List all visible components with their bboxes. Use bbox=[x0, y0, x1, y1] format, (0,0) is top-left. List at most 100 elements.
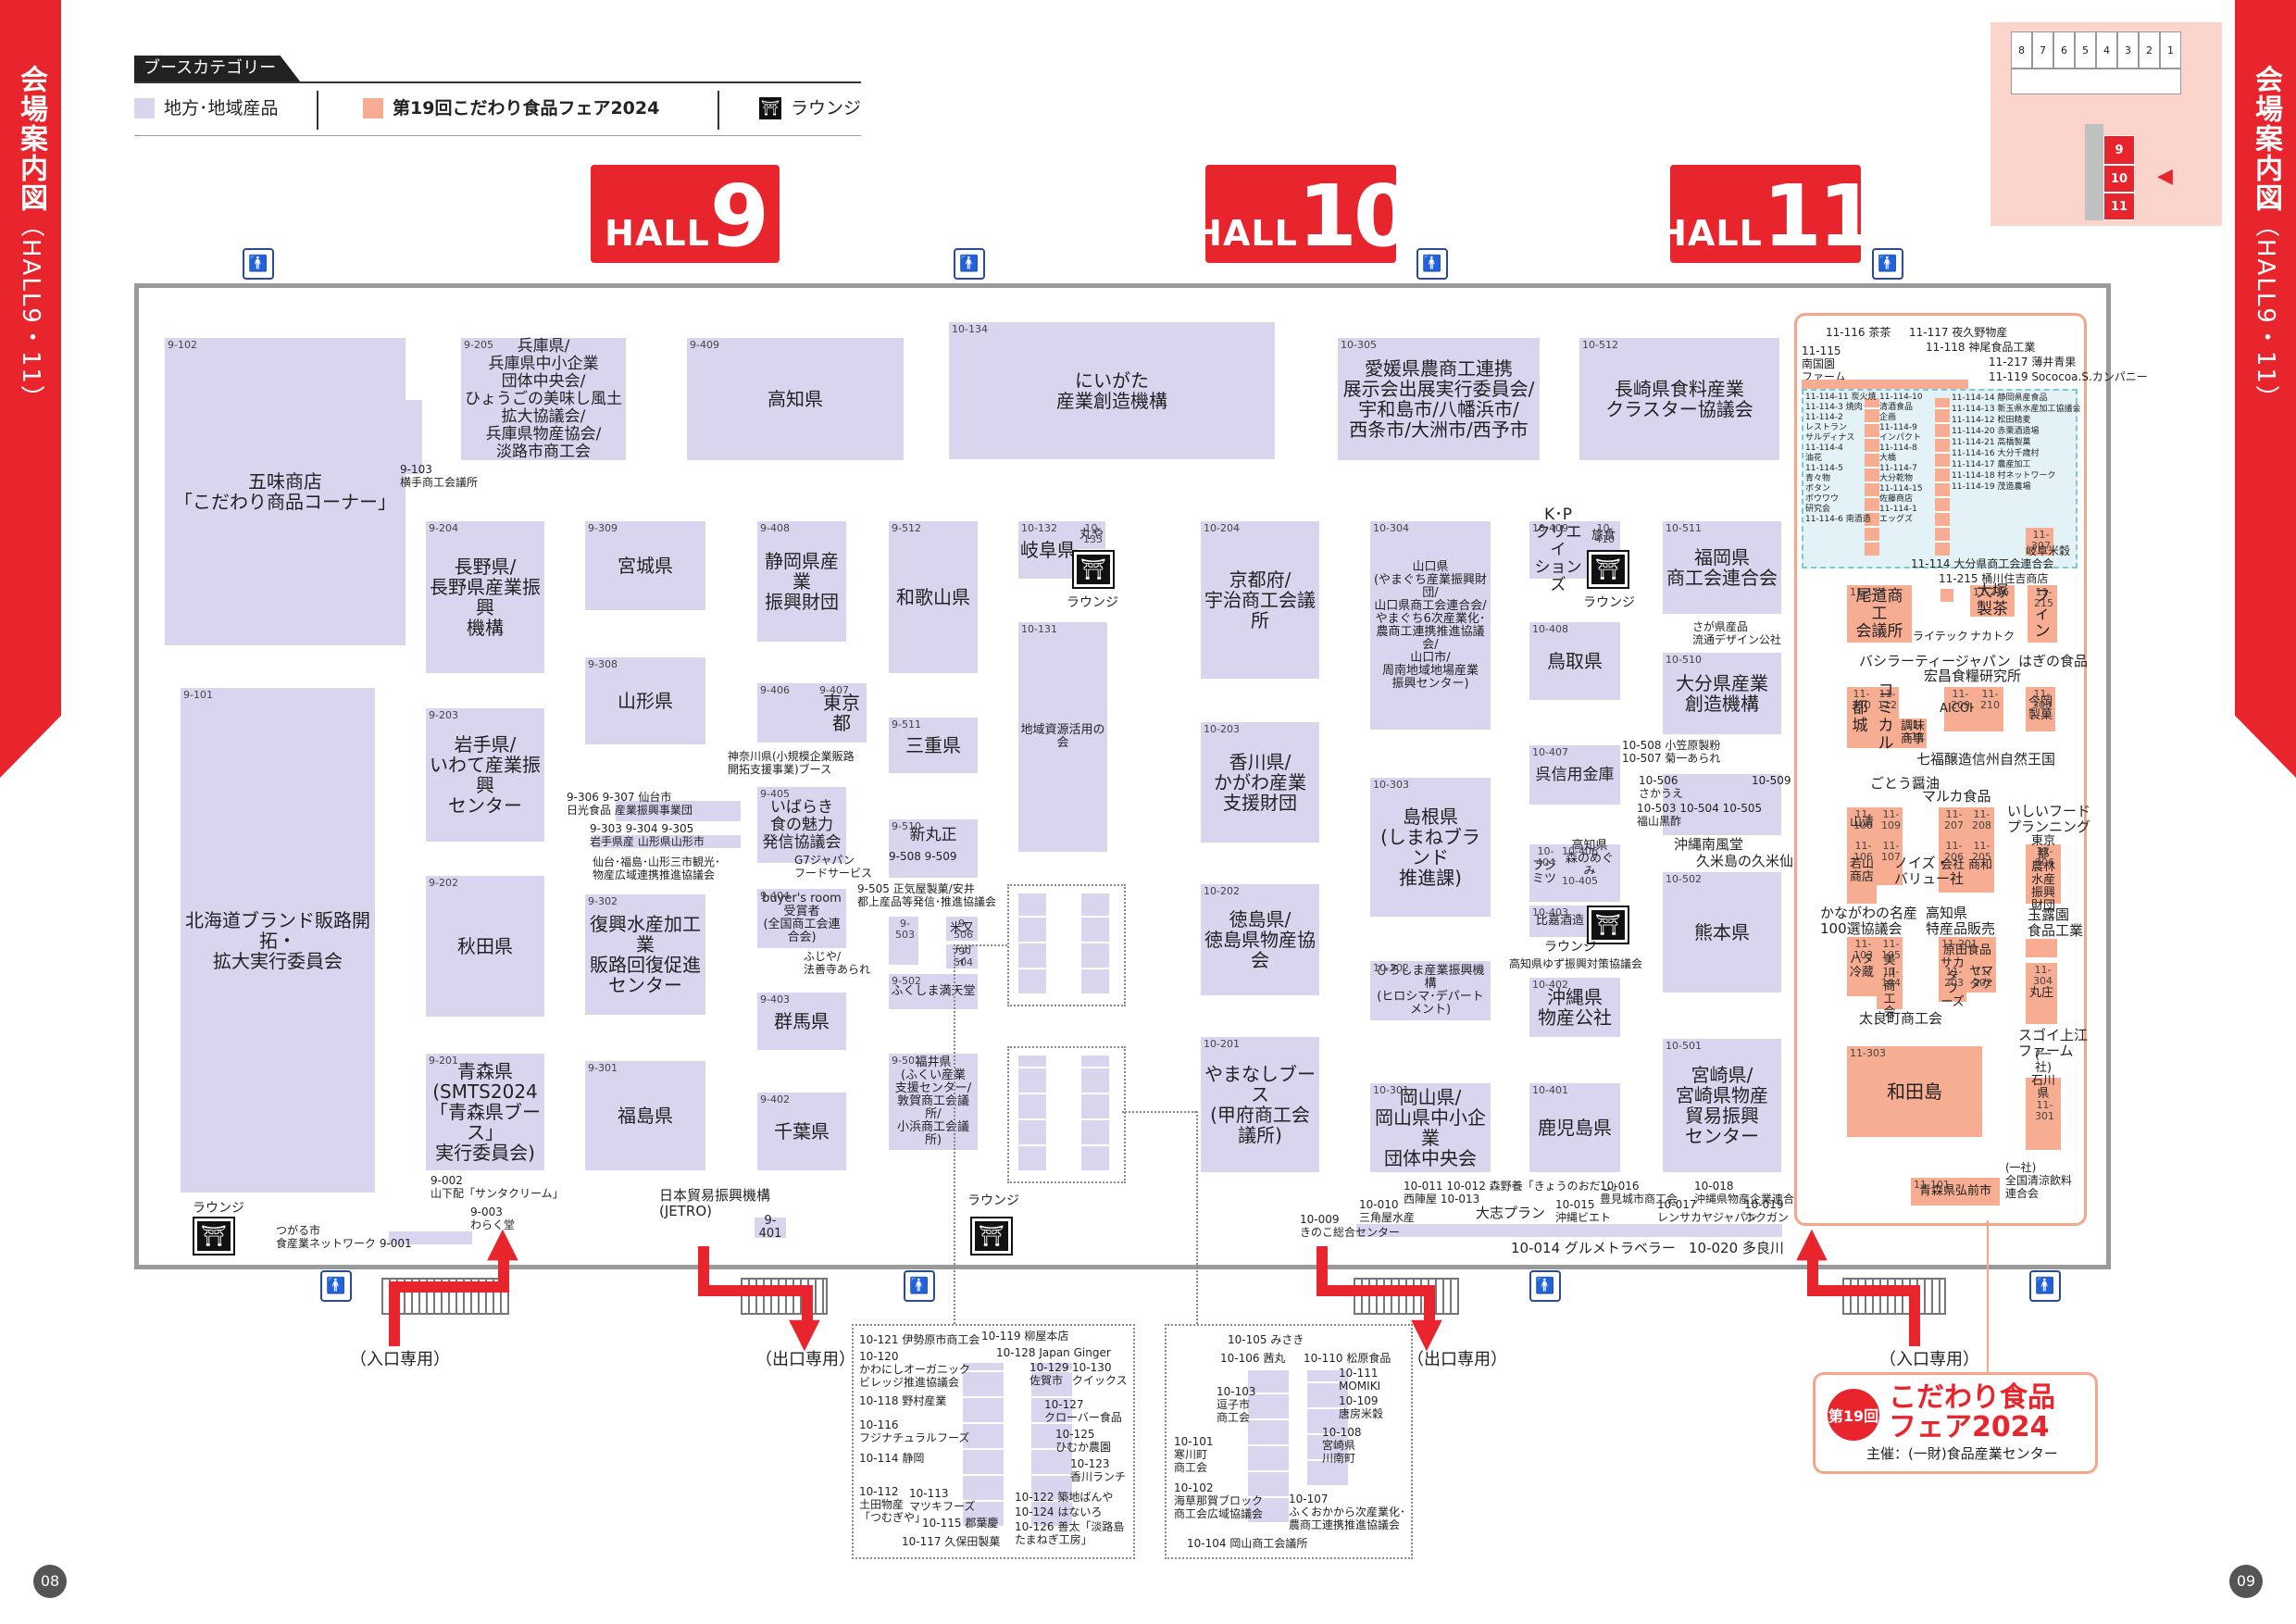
legend-title: ブースカテゴリー bbox=[134, 56, 301, 81]
booth-11-307[interactable]: 11-307 bbox=[2026, 528, 2053, 556]
booth-9-503[interactable]: 9-503 bbox=[889, 917, 918, 965]
booth-10-405[interactable]: 10-405 bbox=[1559, 874, 1620, 902]
booth-9-406[interactable]: 9-406 bbox=[757, 683, 817, 743]
lounge-icon[interactable]: ⛩ bbox=[193, 1217, 235, 1255]
booth-cells bbox=[1018, 1056, 1046, 1170]
booth-11-107[interactable]: 11-107 bbox=[1877, 839, 1903, 885]
label-11-305: 玉露園 食品工業 bbox=[2028, 906, 2084, 939]
booth-11-207[interactable]: 11-207 bbox=[1939, 807, 1966, 839]
lounge-icon[interactable]: ⛩ bbox=[970, 1217, 1013, 1255]
booth-11-208[interactable]: 11-208 bbox=[1966, 807, 1994, 839]
sub-block-b bbox=[1165, 1324, 1413, 1559]
booth-11-305[interactable] bbox=[2026, 939, 2057, 957]
lounge-icon[interactable]: ⛩ bbox=[1587, 906, 1629, 944]
lounge-icon[interactable]: ⛩ bbox=[1587, 550, 1629, 589]
lounge-icon[interactable]: ⛩ bbox=[1072, 550, 1115, 589]
lounge-icon: ⛩ bbox=[759, 97, 781, 119]
legend-item-lounge: ⛩ ラウンジ bbox=[759, 97, 862, 119]
booth-11-105[interactable]: 11-105 bbox=[1877, 937, 1903, 965]
booth-11-109[interactable]: 11-109 bbox=[1877, 807, 1903, 839]
booth-9-103[interactable] bbox=[406, 400, 422, 474]
booth-9-401[interactable]: 9-401 bbox=[755, 1215, 786, 1241]
booth-11-301[interactable]: 11-301 bbox=[2026, 1098, 2061, 1150]
booth-11-210[interactable]: 11-210 bbox=[1974, 687, 2003, 731]
